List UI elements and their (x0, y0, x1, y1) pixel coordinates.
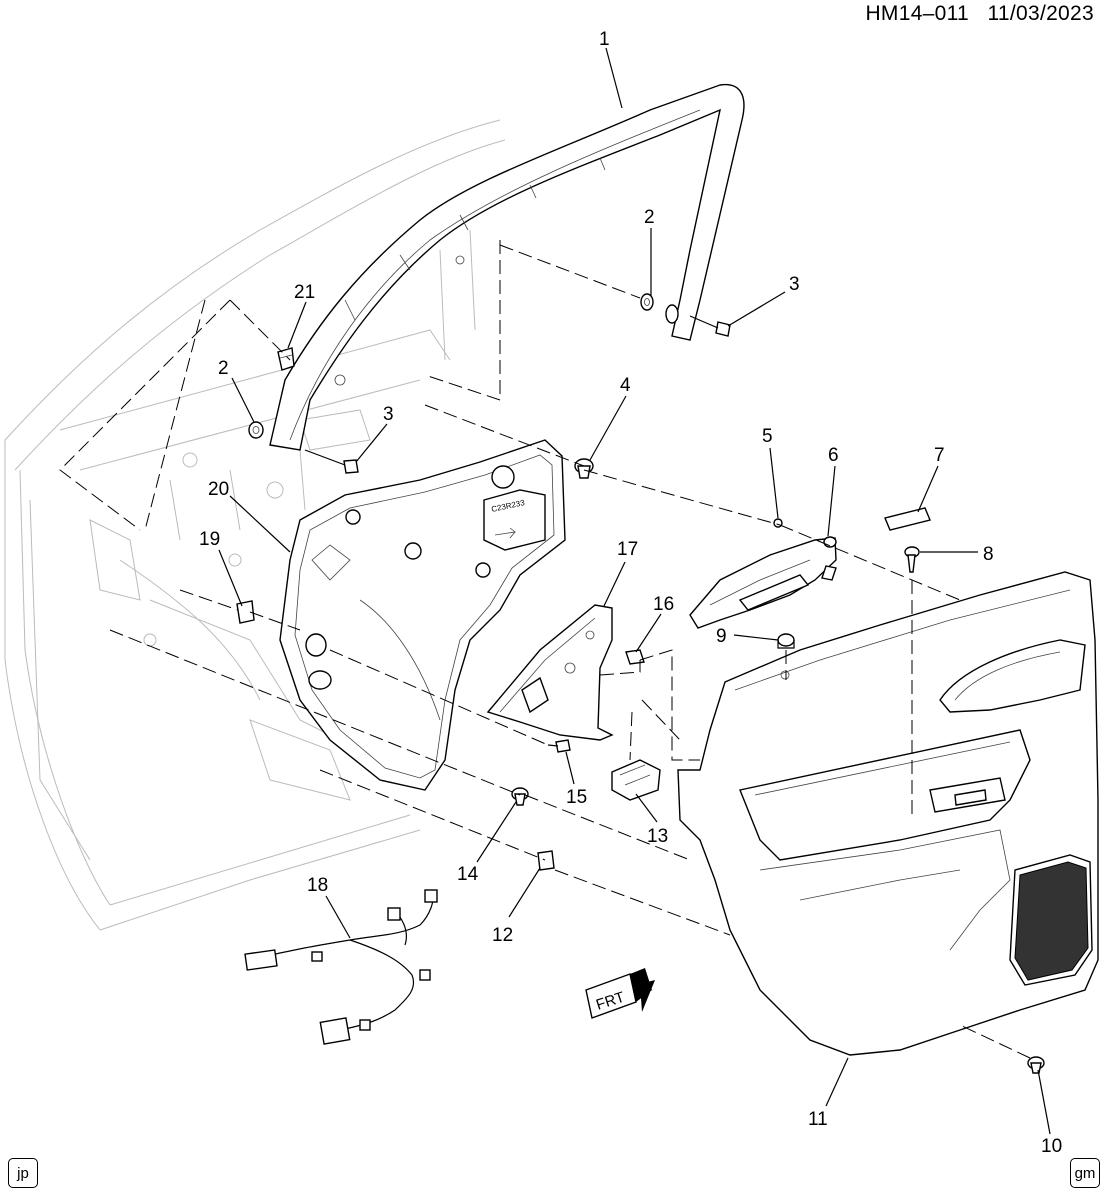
diagram-code: HM14–011 (865, 2, 970, 25)
part-13-switch (611, 759, 661, 801)
callout-4: 4 (620, 375, 631, 396)
callout-labels: 1 2 3 2 3 4 5 6 7 8 9 10 11 12 13 14 15 … (199, 29, 1062, 1157)
callout-17: 17 (617, 539, 638, 560)
part-10-screw (1027, 1056, 1045, 1074)
part-15-screw (547, 739, 571, 753)
callout-14: 14 (457, 864, 479, 885)
part-21-clip (277, 347, 295, 371)
part-14-push-pin (511, 787, 529, 806)
explosion-lines (59, 240, 1031, 1059)
callout-8: 8 (983, 544, 994, 565)
frt-direction-indicator: FRT (585, 968, 655, 1019)
part-4-push-pin (574, 458, 594, 479)
callout-5: 5 (762, 426, 773, 447)
diagram-date: 11/03/2023 (987, 2, 1094, 25)
leader-lines (218, 47, 1051, 1135)
callout-11: 11 (808, 1109, 828, 1130)
callout-9: 9 (716, 626, 727, 647)
part-2-grommet-left (248, 421, 264, 439)
callout-2-upper: 2 (644, 207, 655, 228)
callout-6: 6 (828, 445, 839, 466)
jp-badge: jp (8, 1158, 38, 1188)
part-20-water-deflector: C23R233 (279, 439, 566, 791)
part-8-screw (904, 546, 920, 573)
part-12-retainer (537, 850, 555, 871)
callout-20: 20 (208, 479, 229, 500)
callout-1: 1 (599, 29, 610, 50)
callout-18: 18 (307, 875, 328, 896)
part-11-door-trim-panel (677, 571, 1099, 1056)
callout-3-upper: 3 (789, 274, 800, 295)
callout-16: 16 (653, 594, 674, 615)
part-1-window-channel (269, 83, 745, 451)
part-9-cap (777, 633, 795, 649)
part-17-bracket (486, 604, 614, 741)
part-7-cover (884, 507, 931, 531)
part-6-inside-handle (689, 536, 837, 629)
gm-logo-badge: gm (1070, 1158, 1100, 1188)
part-18-wiring-harness (244, 889, 438, 1045)
part-3-pin-upper (665, 304, 731, 337)
callout-7: 7 (934, 445, 945, 466)
callout-21: 21 (294, 282, 315, 303)
callout-13: 13 (647, 826, 668, 847)
part-3-pin-left (304, 449, 359, 474)
part-19-retainer (236, 600, 255, 624)
part-2-grommet-upper (640, 293, 654, 311)
diagram-header: HM14–011 11/03/2023 (865, 2, 1094, 26)
callout-3-left: 3 (383, 404, 394, 425)
callout-2-left: 2 (218, 358, 229, 379)
callout-19: 19 (199, 529, 220, 550)
callout-15: 15 (566, 787, 587, 808)
part-16-clip (625, 649, 645, 665)
callout-10: 10 (1041, 1136, 1062, 1157)
door-frame-outline (4, 119, 506, 931)
callout-12: 12 (492, 925, 513, 946)
